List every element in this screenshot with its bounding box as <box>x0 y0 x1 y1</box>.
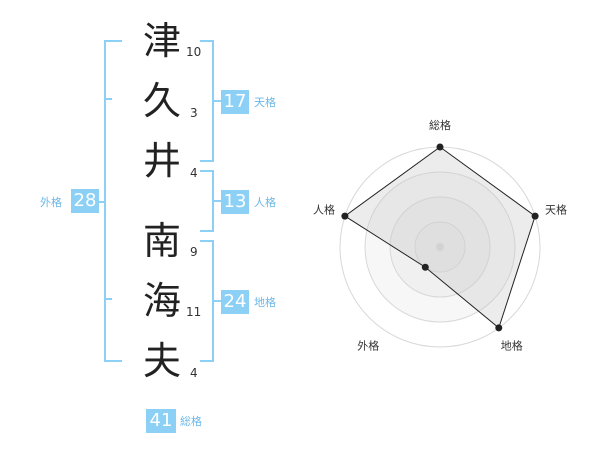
radar-axis-label: 天格 <box>545 202 567 216</box>
radar-polygon <box>344 146 536 329</box>
jinkaku-value: 13 <box>221 190 249 214</box>
radar-axis-label: 地格 <box>501 339 523 353</box>
tenkaku-value: 17 <box>221 90 249 114</box>
name-char-5: 海 <box>142 279 181 323</box>
gaikaku-label: 外格 <box>40 196 62 209</box>
jinkaku-label: 人格 <box>254 196 276 209</box>
radar-point <box>495 324 503 332</box>
bracket-tick <box>212 300 222 302</box>
bracket-tick <box>212 200 222 202</box>
name-char-2: 久 <box>142 79 181 123</box>
stroke-count-6: 4 <box>190 366 198 380</box>
radar-point <box>531 212 539 220</box>
tenkaku-label: 天格 <box>254 96 276 109</box>
radar-axis-label: 人格 <box>313 202 335 216</box>
gaikaku-value: 28 <box>71 189 99 213</box>
radar-point <box>436 143 444 151</box>
soukaku-value: 41 <box>146 409 176 433</box>
radar-point <box>421 263 429 271</box>
soukaku-label: 総格 <box>180 415 202 428</box>
name-char-3: 井 <box>142 139 181 183</box>
chikaku-value: 24 <box>221 290 249 314</box>
stroke-count-3: 4 <box>190 166 198 180</box>
radar-axis-label: 外格 <box>357 339 379 353</box>
stroke-count-4: 9 <box>190 245 198 259</box>
bracket-tick <box>212 100 222 102</box>
chikaku-label: 地格 <box>254 296 276 309</box>
stroke-count-1: 10 <box>186 45 202 59</box>
name-char-6: 夫 <box>142 339 181 383</box>
radar-axis-label: 総格 <box>429 118 451 132</box>
name-char-4: 南 <box>142 219 181 263</box>
bracket-tick <box>104 98 112 100</box>
stroke-count-5: 11 <box>186 305 202 319</box>
radar-point <box>341 212 349 220</box>
radar-center <box>436 243 444 251</box>
stroke-count-2: 3 <box>190 106 198 120</box>
name-char-1: 津 <box>142 19 181 63</box>
gaikaku-bracket <box>104 40 122 362</box>
bracket-tick <box>104 298 112 300</box>
